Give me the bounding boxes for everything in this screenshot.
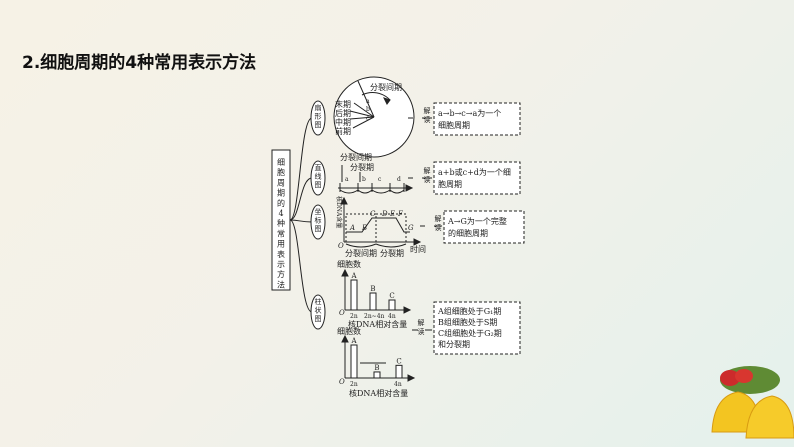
bar1-tick-3: 4n <box>388 313 396 320</box>
coord-point-a: A <box>349 224 355 232</box>
result-4-line-2: B组细胞处于S期 <box>438 317 497 327</box>
bars1-bar-label-1: A <box>350 272 357 280</box>
result-2-line-1: a+b或c+d为一个细 <box>438 167 511 177</box>
pie-letter-b: b <box>366 106 370 113</box>
bar2-origin: O <box>339 378 345 386</box>
bar2-tick-1: 2n <box>350 381 358 388</box>
bars1-bar-label-3: C <box>389 292 394 300</box>
explain-label-2: 解读 <box>424 166 431 184</box>
coord-point-d: D <box>381 210 388 218</box>
branch-line-1 <box>290 118 312 220</box>
method-name-1: 扇形图 <box>315 103 322 129</box>
coord-brace-2 <box>376 244 406 247</box>
coord-point-g: G <box>408 224 414 232</box>
line-letter-b: b <box>362 176 366 183</box>
coord-point-f: F <box>397 210 404 218</box>
bars2-bar-2 <box>374 372 380 378</box>
line-letter-c: c <box>378 176 382 183</box>
result-3-line-1: A→G为一个完整 <box>447 216 507 226</box>
branch-line-3 <box>290 220 312 222</box>
pie-phase-4: 前期 <box>335 126 351 136</box>
coord-y-label: 核DNA含量 <box>335 196 343 228</box>
result-1-line-1: a→b→c→a为一个 <box>438 108 501 118</box>
coord-point-e: E <box>389 210 395 218</box>
coord-point-b: B <box>361 224 367 232</box>
bars1-bar-3 <box>389 300 395 310</box>
bar2-x-arrow <box>408 375 414 381</box>
pie-division-label: 分裂间期 <box>370 82 402 92</box>
bars2-bar-label-1: A <box>350 337 357 345</box>
branch-line-2 <box>290 178 312 220</box>
coord-segment-1: 分裂间期 <box>345 248 377 258</box>
result-3-line-2: 的细胞周期 <box>448 228 488 238</box>
coord-segment-2: 分裂期 <box>380 248 404 258</box>
explain-label-1: 解读 <box>424 106 431 124</box>
bar1-tick-2: 2n~4n <box>364 313 385 320</box>
line-letter-a: a <box>345 176 349 183</box>
coord-origin: O <box>338 242 344 250</box>
bar2-tick-2: 4n <box>394 381 402 388</box>
branch-line-4 <box>290 220 312 312</box>
explain-label-3: 解读 <box>435 214 442 232</box>
bar1-origin: O <box>339 309 345 317</box>
bar1-y-arrow <box>342 270 348 276</box>
result-2-line-2: 胞周期 <box>438 179 462 189</box>
line-arrow <box>406 185 412 191</box>
bar1-y-label: 细胞数 <box>337 259 361 269</box>
bars2-bar-label-2: B <box>374 364 379 372</box>
bars2-bar-label-3: C <box>396 357 401 365</box>
result-box-2 <box>434 162 520 194</box>
bar1-tick-1: 2n <box>350 313 358 320</box>
bars1-bar-1 <box>351 280 357 310</box>
result-4-line-4: 和分裂期 <box>438 339 470 349</box>
pie-phase-1: 末期 <box>335 99 351 109</box>
pie-phase-3: 中期 <box>335 117 351 127</box>
coord-curve <box>346 218 410 232</box>
result-box-3 <box>444 211 524 243</box>
method-name-2: 直线图 <box>315 163 322 189</box>
bars1-bar-label-2: B <box>370 285 375 293</box>
explain-label-4: 解读 <box>418 318 425 336</box>
bar2-x-label: 核DNA相对含量 <box>349 388 408 398</box>
pie-phase-2: 后期 <box>335 108 351 118</box>
bars2-bar-3 <box>396 365 402 378</box>
pie-letter-a: a <box>366 98 370 105</box>
method-name-3: 坐标图 <box>315 207 322 233</box>
method-name-4: 柱状图 <box>315 297 322 323</box>
result-4-line-3: C组细胞处于G₂期 <box>438 328 502 338</box>
bar1-x-arrow <box>404 307 410 313</box>
bar2-y-label: 细胞数 <box>337 326 361 336</box>
bars2-bar-1 <box>351 345 357 378</box>
line-letter-d: d <box>397 176 401 183</box>
coord-x-label: 时间 <box>410 244 426 254</box>
result-1-line-2: 细胞周期 <box>438 120 470 130</box>
coord-point-c: C <box>370 210 376 218</box>
bars1-bar-2 <box>370 293 376 310</box>
coord-brace-1 <box>346 244 376 247</box>
result-box-1 <box>434 103 520 135</box>
result-4-line-1: A组细胞处于G₁期 <box>437 306 501 316</box>
bells-decoration <box>712 366 794 438</box>
line-interphase-label: 分裂期 <box>350 162 374 172</box>
bar2-y-arrow <box>342 336 348 342</box>
line-division-label: 分裂间期 <box>340 152 372 162</box>
